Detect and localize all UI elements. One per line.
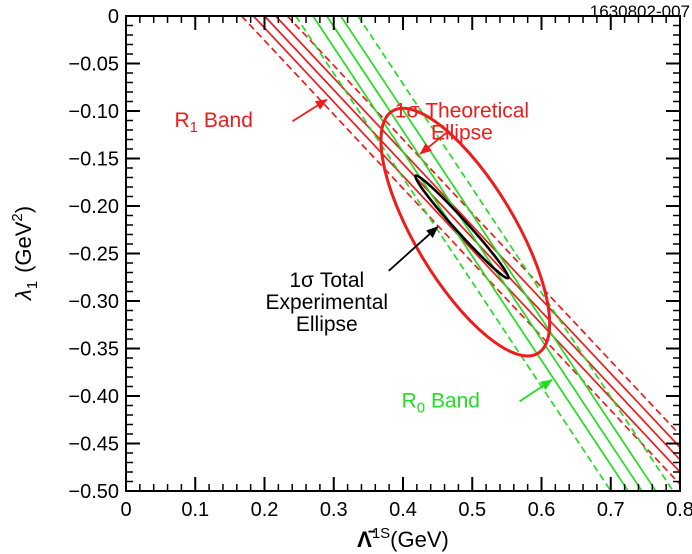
r0-band-line-9	[294, 16, 612, 491]
r1-band-line-4	[240, 16, 680, 485]
annotation-r0-line-0: R0 Band	[402, 389, 480, 416]
annotation-r1: R1 Band	[175, 98, 328, 136]
annotation-theo-line-0: 1σ Theoretical	[395, 100, 529, 123]
r0-band-line-5	[326, 16, 643, 491]
annotation-theo-arrow	[419, 130, 449, 155]
ellipse-layer	[379, 106, 552, 358]
y-tick-label: −0.35	[68, 339, 119, 361]
r0-band-line-8	[357, 16, 674, 491]
y-tick-label: 0	[108, 6, 119, 28]
y-axis-title-sup: 2	[9, 213, 26, 221]
x-axis-title-main: Λ̄	[357, 527, 376, 552]
x-tick-label: 0.7	[597, 499, 625, 521]
r1-band-line-0	[263, 16, 680, 461]
series-layer	[240, 16, 680, 491]
y-axis-title-main: λ	[11, 289, 36, 301]
y-tick-label: −0.50	[68, 481, 119, 503]
figure-id: 1630802-007	[590, 2, 690, 21]
r0-band-line-7	[312, 16, 629, 491]
x-axis-title-unit: (GeV)	[390, 527, 449, 552]
annotation-theo-line-1: Ellipse	[431, 122, 493, 145]
x-tick-label: 0.1	[181, 499, 209, 521]
x-axis-title: Λ̄1S(GeV)	[357, 525, 449, 552]
x-axis-title-sup: 1S	[372, 525, 390, 542]
plot-frame	[125, 15, 681, 492]
x-tick-label: 0.4	[389, 499, 417, 521]
y-axis-title: λ1 (GeV2)	[9, 206, 41, 301]
tick-layer: 0 0.1 0.2 0.3 0.4 0.5 0.6 0.7 0.8 0 −0.05 −0.10 −0.1…	[68, 6, 692, 521]
annotation-exp-line-2: Ellipse	[296, 313, 358, 336]
y-axis-title-sub: 1	[24, 281, 41, 289]
annotation-r0: R0 Band	[402, 379, 553, 416]
y-tick-label: −0.25	[68, 244, 119, 266]
r1-band-line-3	[286, 16, 680, 436]
x-tick-label: 0.2	[251, 499, 279, 521]
y-tick-label: −0.10	[68, 101, 119, 123]
annotation-r1-line-0: R1 Band	[175, 109, 253, 136]
x-tick-label: 0	[120, 499, 131, 521]
r0-band-line-6	[339, 16, 657, 491]
annotation-exp-line-1: Experimental	[266, 291, 389, 314]
annotation-exp-arrow	[388, 226, 439, 272]
r1-band-line-2	[252, 16, 680, 473]
annotation-r1-arrow	[292, 98, 328, 122]
annotation-exp-line-0: 1σ Total	[289, 269, 364, 292]
y-tick-label: −0.20	[68, 196, 119, 218]
x-tick-label: 0.5	[458, 499, 486, 521]
y-tick-label: −0.30	[68, 291, 119, 313]
x-tick-label: 0.8	[666, 499, 692, 521]
y-tick-label: −0.40	[68, 386, 119, 408]
1-theoretical-ellipse-ellipse	[379, 106, 552, 358]
r1-band-line-1	[274, 16, 680, 448]
x-tick-label: 0.3	[320, 499, 348, 521]
y-axis-title-unit: (GeV	[11, 221, 36, 273]
y-tick-label: −0.05	[68, 54, 119, 76]
y-tick-label: −0.15	[68, 149, 119, 171]
1-total-experimental-ellipse-ellipse	[413, 174, 510, 280]
y-tick-label: −0.45	[68, 434, 119, 456]
y-axis-title-close: )	[11, 206, 36, 213]
x-tick-label: 0.6	[528, 499, 556, 521]
annotation-r0-arrow	[519, 379, 553, 403]
